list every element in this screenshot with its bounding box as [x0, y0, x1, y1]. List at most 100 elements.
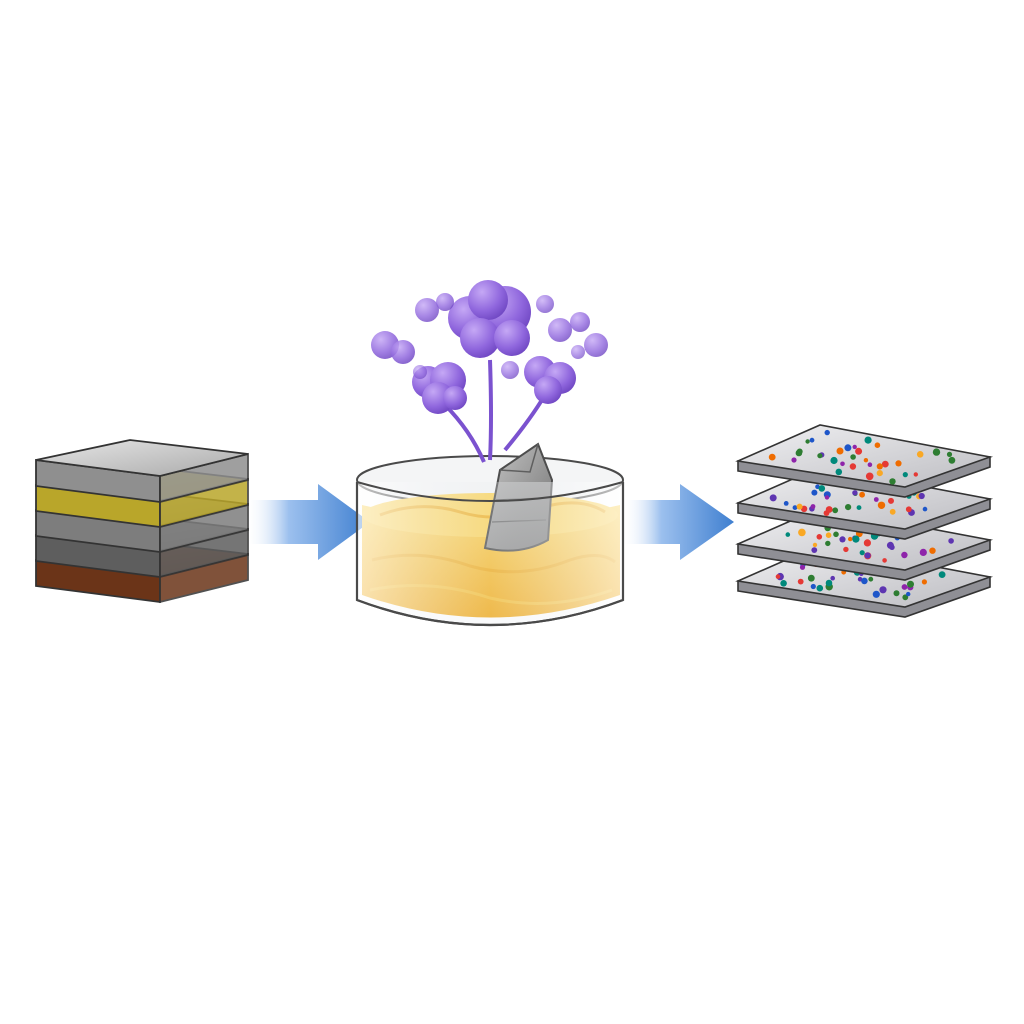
particle-dot — [816, 584, 824, 592]
particle-dot — [839, 536, 846, 543]
particle-dot — [929, 547, 936, 554]
particle-dot — [876, 470, 883, 477]
particle-dot — [948, 456, 956, 464]
particle-dot — [833, 531, 839, 538]
particle-dot — [810, 504, 816, 509]
particle-dot — [867, 462, 873, 468]
particle-dot — [852, 490, 858, 496]
particle-dot — [864, 436, 872, 444]
particle-dot — [877, 501, 886, 509]
particle-dot — [902, 472, 908, 478]
particle-dot — [872, 590, 880, 598]
particle-dot — [865, 472, 874, 481]
layered-stack-icon — [35, 439, 249, 604]
particle-dot — [906, 591, 911, 597]
particle-dot — [863, 458, 869, 463]
particle-dot — [919, 548, 927, 557]
particle-dot — [849, 463, 857, 470]
particle-dot — [879, 586, 887, 594]
particle-dot — [852, 535, 860, 543]
particle-dot — [876, 463, 883, 470]
particle-dot — [856, 505, 862, 510]
particle-dot — [769, 494, 777, 502]
particle-dot — [895, 460, 902, 467]
particle-dot — [818, 485, 826, 492]
particle-dot — [805, 439, 810, 444]
particle-dot — [775, 574, 781, 579]
particle-dot — [840, 461, 845, 467]
particle-dot — [889, 478, 896, 485]
particle-dot — [893, 590, 900, 597]
particle-dot — [825, 506, 833, 513]
particle-dot — [796, 503, 803, 510]
particle-dot — [921, 579, 928, 585]
particle-dot — [859, 491, 865, 498]
particle-dot — [918, 492, 925, 500]
particle-dot — [889, 508, 896, 515]
particle-dot — [830, 575, 835, 581]
particle-dot — [852, 444, 857, 450]
particle-dot — [825, 540, 831, 547]
particle-dot — [850, 454, 856, 460]
particle-dot — [780, 580, 787, 587]
particle-dot — [873, 497, 879, 502]
right-arrow-icon — [245, 484, 370, 560]
particle-dot — [785, 532, 791, 537]
liquid-bath-icon — [355, 442, 625, 627]
particle-dot — [807, 574, 815, 582]
particle-dot — [864, 552, 871, 559]
particle-dot — [799, 564, 806, 570]
particle-dot — [830, 456, 838, 465]
particle-dot — [824, 429, 830, 436]
particle-dot — [868, 576, 874, 582]
particle-dot — [783, 501, 789, 506]
particle-dot — [938, 571, 946, 578]
particle-dot — [932, 448, 941, 456]
particle-dot — [922, 506, 928, 512]
particle-dot — [901, 584, 908, 590]
particle-dot — [901, 551, 908, 559]
particle-dot — [824, 495, 830, 500]
particle-dot — [817, 453, 823, 459]
particle-dot — [845, 504, 852, 511]
particle-dot — [881, 460, 889, 468]
particle-dot — [843, 546, 849, 553]
particle-dot — [916, 451, 924, 458]
particle-dot — [874, 442, 881, 449]
particle-dot — [812, 542, 818, 548]
particle-dot — [863, 539, 872, 547]
particle-dot — [888, 497, 894, 504]
particle-dot — [791, 457, 797, 463]
silver-layer — [35, 439, 249, 504]
vapor-plume-icon — [371, 280, 608, 463]
right-arrow-icon — [622, 484, 734, 560]
particle-dot — [907, 580, 914, 588]
particle-dot — [792, 505, 798, 510]
coated-sheet — [735, 424, 994, 498]
particle-dot — [859, 550, 865, 556]
particle-dot — [948, 538, 954, 544]
particle-dot — [832, 507, 839, 514]
particle-dot — [797, 578, 804, 585]
particle-dot — [836, 447, 844, 455]
particle-dot — [811, 547, 818, 553]
particle-dot — [946, 451, 953, 457]
particle-dot — [902, 594, 909, 601]
particle-dot — [795, 449, 803, 457]
particle-dot — [835, 468, 843, 476]
coated-sheet — [735, 466, 994, 540]
particle-dot — [844, 444, 852, 452]
particle-dot — [848, 536, 853, 542]
particle-coated-sheets-icon — [735, 424, 994, 618]
particle-dot — [905, 506, 912, 513]
particle-dot — [861, 577, 868, 585]
particle-dot — [768, 453, 776, 461]
particle-dot — [816, 534, 823, 540]
particle-dot — [913, 472, 918, 477]
particle-dot — [810, 583, 816, 590]
particle-dot — [825, 579, 833, 587]
particle-dot — [882, 558, 887, 563]
particle-dot — [798, 528, 806, 537]
particle-dot — [825, 532, 832, 538]
